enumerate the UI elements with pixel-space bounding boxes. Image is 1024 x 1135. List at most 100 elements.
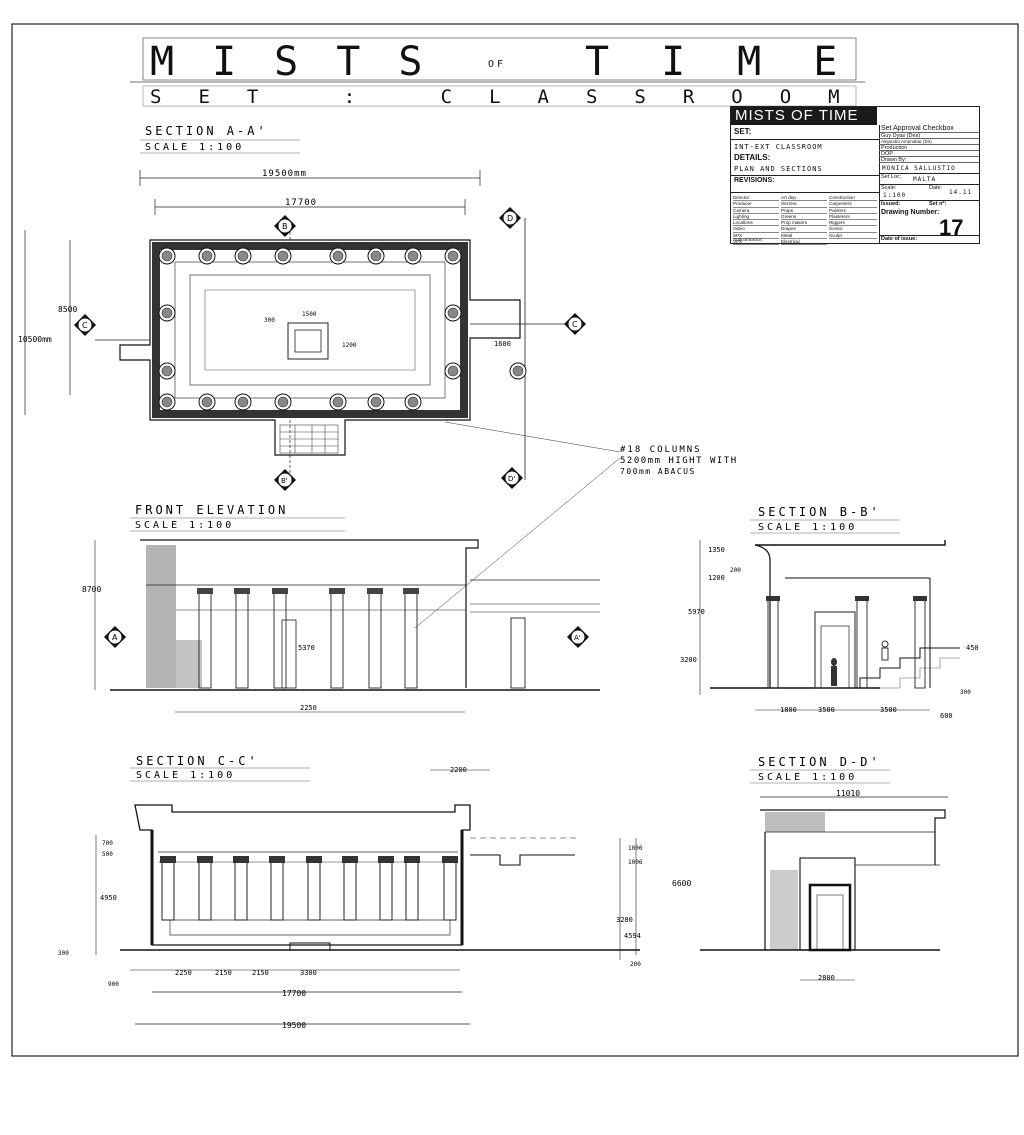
section-cc-capital	[160, 856, 176, 863]
dim-cc-l2: 500	[102, 851, 113, 858]
dim-cc-overall: 19500	[282, 1021, 306, 1030]
section-bb-columns	[766, 596, 927, 689]
svg-text:A: A	[112, 633, 118, 642]
dim-cc-b5: 3300	[300, 969, 317, 977]
crew-entry: Props	[781, 208, 827, 214]
crew-entry: SPX	[733, 233, 779, 240]
section-bb-capital	[913, 596, 927, 601]
elevation-column	[368, 591, 382, 689]
dim-bb-w4: 600	[940, 712, 953, 720]
dim-bb-1: 1350	[708, 546, 725, 554]
plan-column-core	[161, 250, 173, 262]
crew-entry: Camera	[733, 208, 779, 214]
svg-text:C: C	[82, 321, 88, 330]
elevation-column	[404, 591, 418, 689]
tb-scale-value: 1:100	[883, 192, 907, 199]
title-block: MISTS OF TIME SET: INT-EXT CLASSROOM DET…	[730, 106, 980, 246]
dim-cc-b4: 2150	[252, 969, 269, 977]
marker-b: B	[274, 215, 296, 237]
svg-text:D: D	[507, 214, 513, 223]
plan-column-core	[161, 365, 173, 377]
crew-entry: Plasterers	[829, 214, 877, 221]
dim-cc-inner: 17700	[282, 989, 306, 998]
crew-entry: Set Dec	[781, 201, 827, 208]
plan-column-core	[512, 365, 524, 377]
crew-entry: Electrical	[781, 239, 827, 246]
note-line1: #18 COLUMNS	[620, 445, 702, 455]
plan-column-core	[332, 250, 344, 262]
tb-drawn-by-value: MONICA SALLUSTIO	[882, 165, 956, 172]
title-of: OF	[488, 59, 506, 70]
dim-bb-6: 450	[966, 644, 979, 652]
marker-a-prime: A'	[567, 626, 589, 648]
plan-column-core	[447, 365, 459, 377]
dim-fe-height: 8700	[82, 585, 101, 594]
marker-a: A	[104, 626, 126, 648]
dim-cc-r3: 3280	[616, 916, 633, 924]
tb-approval-3: DOP	[879, 151, 979, 157]
dim-bb-w1: 1800	[780, 706, 797, 714]
section-dd-title: SECTION D-D'	[758, 755, 881, 769]
dim-plan-left-height: 10500mm	[18, 335, 52, 344]
tb-date-of-issue-label: Date of issue:	[881, 236, 918, 242]
elevation-columns	[197, 588, 526, 689]
crew-entry: Greens	[781, 214, 827, 221]
tb-date-label: Date:	[929, 185, 943, 191]
crew-entry: Drapes	[781, 226, 827, 233]
crew-entry: Producer	[733, 201, 779, 208]
title-block-left: SET: INT-EXT CLASSROOM DETAILS: PLAN AND…	[731, 125, 880, 246]
elevation-column	[235, 591, 249, 689]
section-cc-capital	[342, 856, 358, 863]
dim-bb-7: 300	[960, 689, 971, 696]
plan-column-core	[277, 250, 289, 262]
plan-column-core	[447, 307, 459, 319]
section-cc-column	[343, 861, 357, 921]
tb-approval-0: Guy Dyas (Des)	[879, 133, 979, 139]
svg-text:C: C	[572, 320, 578, 329]
elevation-capital	[367, 588, 383, 594]
section-cc-column	[379, 861, 393, 921]
dim-fe-door: 5370	[298, 644, 315, 652]
dim-cc-r1: 1000	[628, 845, 643, 852]
dim-fe-width: 2250	[300, 704, 317, 712]
marker-b-prime: B'	[274, 469, 296, 491]
tb-details-value: PLAN AND SECTIONS	[734, 165, 823, 173]
section-cc-columns	[160, 856, 458, 921]
section-cc-capital	[306, 856, 322, 863]
crew-entry: Scenic	[829, 226, 877, 233]
dim-dd-top: 11010	[836, 789, 860, 798]
tb-issued-label: Issued:	[881, 201, 901, 207]
svg-text:B': B'	[281, 477, 288, 485]
tb-set-no-label: Set nº:	[929, 201, 947, 207]
dim-cc-l3: 4950	[100, 894, 117, 902]
section-cc-capital	[197, 856, 213, 863]
front-elevation: FRONT ELEVATION SCALE 1:100 8700 5370 22…	[82, 503, 600, 713]
tb-approval-1: Alejandro Amenabar (Dir)	[879, 139, 979, 145]
section-cc-column	[161, 861, 175, 921]
section-cc-column	[307, 861, 321, 921]
section-cc-capital	[269, 856, 285, 863]
elevation-column	[330, 591, 344, 689]
tb-drawing-number: 17	[939, 215, 964, 240]
elevation-capital	[272, 588, 288, 594]
tb-date-value: 14.11	[949, 189, 973, 196]
tb-set-label: SET:	[734, 127, 752, 136]
plan-column-core	[237, 250, 249, 262]
title-block-right: Set Approval Checkbox Guy Dyas (Des) Ale…	[879, 125, 979, 243]
marker-d-prime: D'	[501, 467, 523, 489]
elevation-column	[510, 617, 526, 689]
crew-entry: Lighting	[733, 214, 779, 221]
tb-drawn-by-label: Drawn By:	[879, 157, 979, 163]
title-mists: MISTS	[150, 39, 460, 85]
section-cc-capital	[233, 856, 249, 863]
dim-cc-l1: 700	[102, 840, 113, 847]
section-aa-plan: SECTION A-A' SCALE 1:100 19500mm 17700 3…	[18, 124, 565, 480]
section-aa-scale: SCALE 1:100	[145, 142, 244, 153]
crew-entry: Carpenters	[829, 201, 877, 208]
section-cc-column	[198, 861, 212, 921]
dim-bb-w3: 3500	[880, 706, 897, 714]
section-cc-capital	[442, 856, 458, 863]
tb-revisions-label: REVISIONS:	[734, 177, 775, 184]
